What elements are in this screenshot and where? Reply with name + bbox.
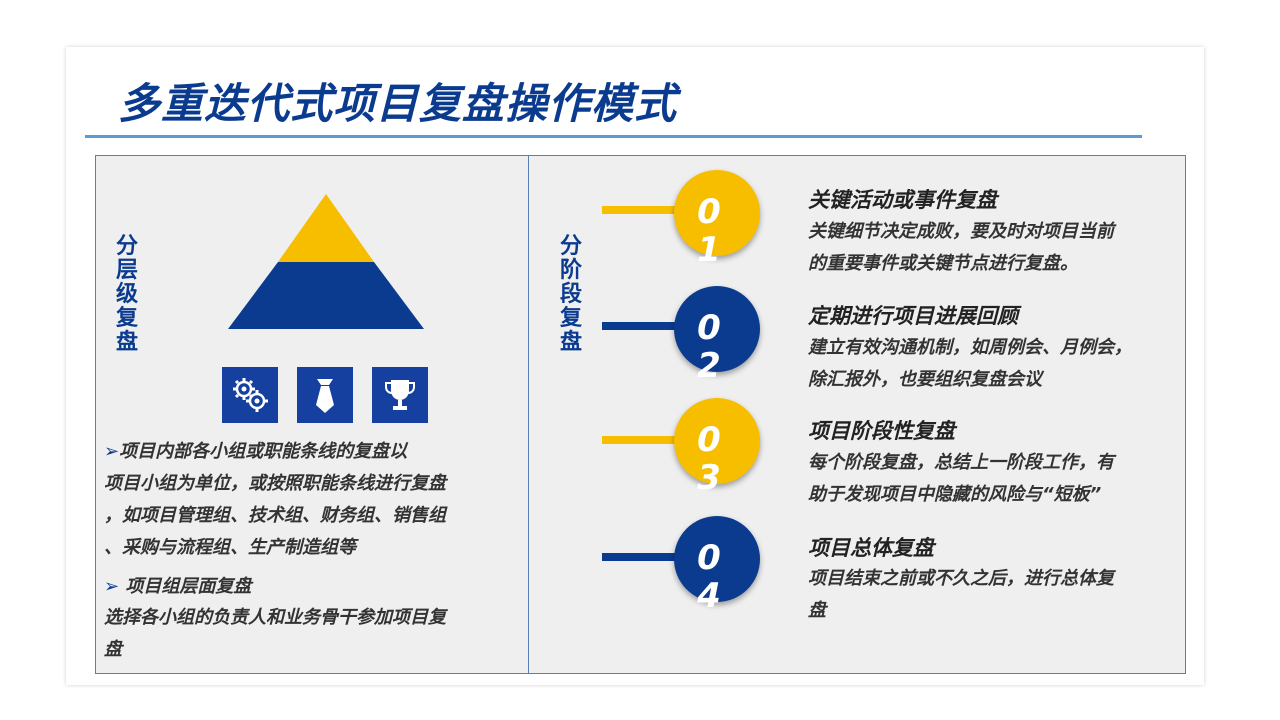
- connector-bar-1: [602, 206, 692, 214]
- description-line: 的重要事件或关键节点进行复盘。: [808, 253, 1078, 274]
- pyramid-base-segment: [228, 262, 424, 329]
- bullet-line: 项目内部各小组或职能条线的复盘以: [119, 441, 408, 462]
- step-number-1: 0 1: [689, 193, 729, 269]
- step-digit: 0: [697, 308, 721, 348]
- step-circle-3: [674, 398, 760, 484]
- label-char: 阶: [559, 258, 582, 283]
- bullet-project-level-review: ➢ 项目组层面复盘: [104, 571, 514, 603]
- bullet-heading: 项目组层面复盘: [119, 576, 252, 597]
- connector-bar-4: [602, 553, 692, 561]
- tie-icon: [316, 379, 334, 413]
- title-divider: [85, 135, 1142, 138]
- step-description-1: 关键细节决定成败，要及时对项目当前 的重要事件或关键节点进行复盘。: [808, 216, 1178, 280]
- step-circle-4: [674, 516, 760, 602]
- connector-bar-3: [602, 436, 692, 444]
- step-description-4: 项目结束之前或不久之后，进行总体复 盘: [808, 563, 1178, 627]
- step-circle-1: [674, 170, 760, 256]
- description-line: 助于发现项目中隐藏的风险与“短板”: [808, 484, 1102, 505]
- description-line: 除汇报外，也要组织复盘会议: [808, 369, 1042, 390]
- pyramid-graphic: [228, 194, 424, 329]
- gears-icon: [233, 378, 268, 412]
- label-char: 复: [559, 306, 582, 331]
- step-digit: 3: [697, 458, 721, 498]
- step-circle-2: [674, 286, 760, 372]
- arrow-bullet-icon: ➢: [104, 441, 120, 462]
- step-digit: 1: [697, 230, 721, 270]
- step-description-2: 建立有效沟通机制，如周例会、月例会， 除汇报外，也要组织复盘会议: [808, 332, 1178, 396]
- description-line: 每个阶段复盘，总结上一阶段工作，有: [808, 452, 1114, 473]
- stage-review-vertical-label: 分 阶 段 复 盘: [558, 235, 584, 355]
- step-title-3: 项目阶段性复盘: [808, 419, 955, 443]
- description-line: 建立有效沟通机制，如周例会、月例会，: [808, 337, 1132, 358]
- description-line: 盘: [104, 639, 122, 660]
- stage-review-panel: [528, 155, 1186, 674]
- step-number-4: 0 4: [689, 539, 729, 615]
- project-level-description: 选择各小组的负责人和业务骨干参加项目复 盘: [104, 602, 514, 666]
- step-digit: 0: [697, 538, 721, 578]
- label-char: 层: [115, 258, 138, 283]
- step-title-1: 关键活动或事件复盘: [808, 188, 997, 212]
- arrow-bullet-icon: ➢: [104, 576, 120, 597]
- step-digit: 0: [697, 420, 721, 460]
- step-digit: 0: [697, 192, 721, 232]
- bullet-line: ，如项目管理组、技术组、财务组、销售组: [104, 505, 446, 526]
- label-char: 复: [115, 306, 138, 331]
- label-char: 分: [115, 234, 138, 259]
- step-number-3: 0 3: [689, 421, 729, 497]
- connector-bar-2: [602, 322, 692, 330]
- description-line: 关键细节决定成败，要及时对项目当前: [808, 221, 1114, 242]
- trophy-icon-box: [372, 367, 428, 423]
- label-char: 段: [559, 282, 582, 307]
- gears-icon-box: [222, 367, 278, 423]
- tie-icon-box: [297, 367, 353, 423]
- description-line: 项目结束之前或不久之后，进行总体复: [808, 568, 1114, 589]
- label-char: 级: [115, 282, 138, 307]
- bullet-internal-group-review: ➢项目内部各小组或职能条线的复盘以 项目小组为单位，或按照职能条线进行复盘 ，如…: [104, 436, 514, 564]
- step-digit: 2: [697, 346, 721, 386]
- bullet-line: 、采购与流程组、生产制造组等: [104, 537, 356, 558]
- bullet-line: 项目小组为单位，或按照职能条线进行复盘: [104, 473, 446, 494]
- description-line: 盘: [808, 600, 826, 621]
- step-description-3: 每个阶段复盘，总结上一阶段工作，有 助于发现项目中隐藏的风险与“短板”: [808, 447, 1178, 511]
- step-digit: 4: [697, 576, 721, 616]
- step-title-2: 定期进行项目进展回顾: [808, 304, 1018, 328]
- pyramid-top-segment: [278, 194, 374, 262]
- trophy-icon: [385, 380, 415, 410]
- label-char: 盘: [559, 330, 582, 355]
- page-title: 多重迭代式项目复盘操作模式: [118, 79, 678, 128]
- layer-review-vertical-label: 分 层 级 复 盘: [114, 235, 140, 355]
- step-title-4: 项目总体复盘: [808, 536, 934, 560]
- label-char: 盘: [115, 330, 138, 355]
- label-char: 分: [559, 234, 582, 259]
- step-number-2: 0 2: [689, 309, 729, 385]
- description-line: 选择各小组的负责人和业务骨干参加项目复: [104, 607, 446, 628]
